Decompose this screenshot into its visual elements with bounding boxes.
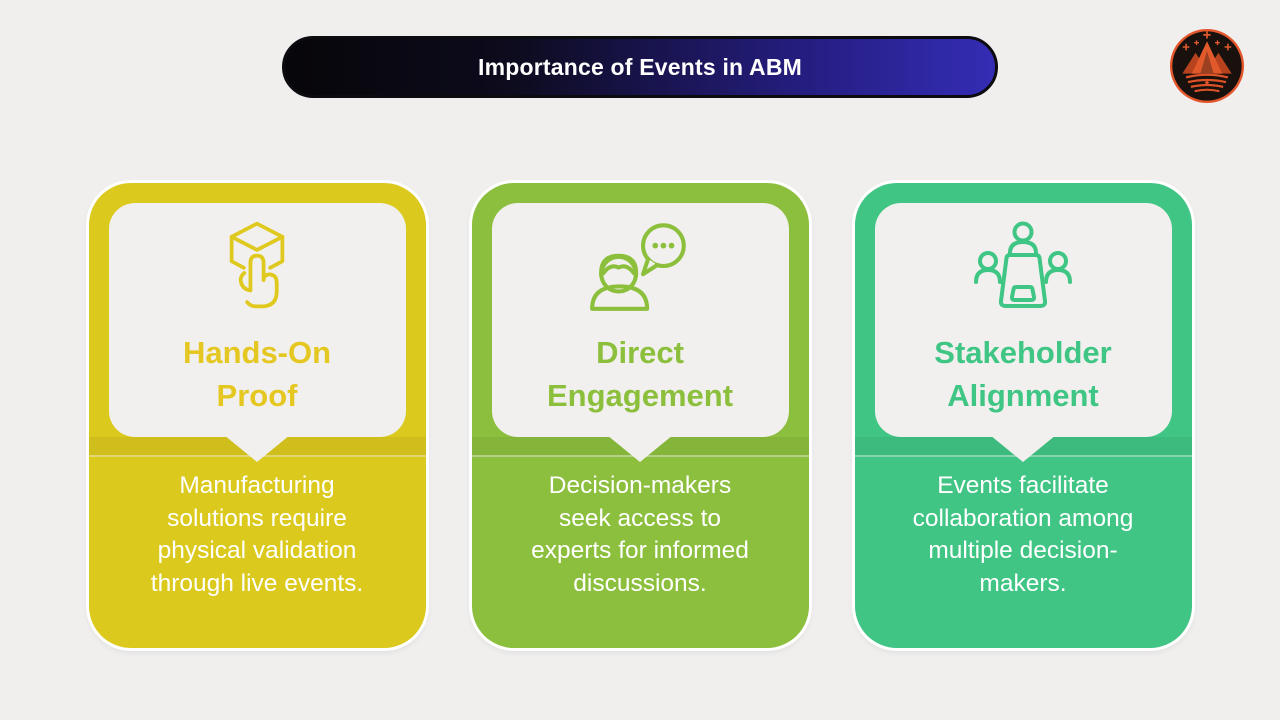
card-hands-on-proof: Hands-On Proof Manufacturing solutions r… [88,183,426,648]
card-body-line: makers. [979,569,1067,597]
card-direct-engagement: Direct Engagement Decision-makers seek a… [471,183,809,648]
card-title-line: Hands-On [182,335,332,370]
card-body-line: Events facilitate [937,472,1109,499]
card-title: Hands-On Proof [183,331,331,417]
title-pill: Importance of Events in ABM [282,36,998,98]
cards-row: Hands-On Proof Manufacturing solutions r… [0,183,1280,648]
card-body-line: solutions require [167,504,347,532]
card-title-line: Alignment [947,378,1099,413]
card-body-line: multiple decision- [928,537,1118,564]
person-chat-bubble-icon [584,215,696,315]
bubble-tail [607,435,673,462]
crown-mountain-logo-icon [1169,28,1245,104]
card-body-line: collaboration among [912,504,1134,532]
card-body-line: through live events. [150,569,364,597]
card-bubble-panel: Stakeholder Alignment [874,203,1172,437]
card-title: Stakeholder Alignment [934,331,1111,417]
card-title-line: Proof [216,378,298,413]
card-title-line: Engagement [546,378,734,413]
card-body: Decision-makers seek access to experts f… [488,470,793,600]
slide-title: Importance of Events in ABM [477,53,803,80]
hand-touch-cube-icon [210,215,304,315]
card-stakeholder-alignment: Stakeholder Alignment Events facilitate … [854,183,1192,648]
card-body: Events facilitate collaboration among mu… [871,470,1176,600]
card-body-line: Manufacturing [179,472,335,499]
card-bubble-panel: Direct Engagement [491,203,789,437]
card-body-line: seek access to [558,504,722,532]
card-title: Direct Engagement [547,331,733,417]
card-body-line: discussions. [573,569,707,597]
card-body-line: experts for informed [531,537,749,564]
bubble-tail [990,435,1056,462]
bubble-tail [224,435,290,462]
card-bubble-panel: Hands-On Proof [108,203,406,437]
card-body: Manufacturing solutions require physical… [105,470,410,600]
card-body-line: Decision-makers [548,472,732,499]
card-title-line: Direct [596,335,684,370]
people-meeting-table-icon [973,215,1073,315]
card-body-line: physical validation [157,537,357,564]
card-title-line: Stakeholder [934,335,1112,370]
